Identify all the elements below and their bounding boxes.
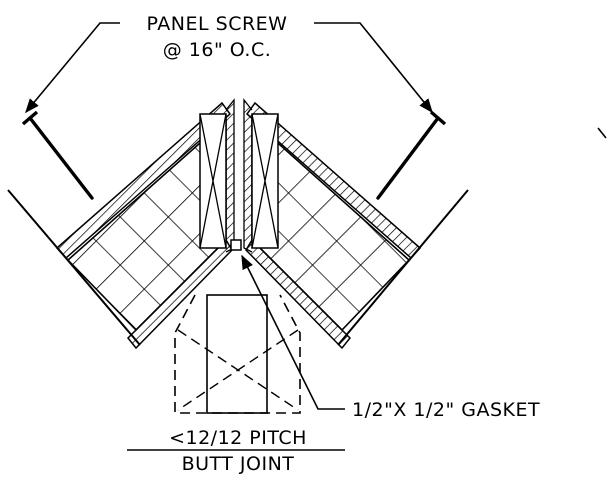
right-panel bbox=[243, 98, 469, 350]
support-hidden-cross bbox=[177, 329, 299, 411]
screw-left bbox=[21, 110, 94, 200]
edge-mark bbox=[597, 127, 607, 139]
support-hidden-outline bbox=[174, 294, 301, 414]
screw-left-shank bbox=[28, 116, 94, 200]
right-panel-end-block-x bbox=[251, 113, 279, 249]
gasket-square bbox=[230, 239, 242, 251]
spacing-label: @ 16" O.C. bbox=[163, 39, 272, 61]
panel-screw-leader-right bbox=[314, 22, 433, 114]
pitch-label: <12/12 PITCH bbox=[169, 427, 307, 449]
screw-right-head bbox=[429, 110, 447, 126]
right-panel-outer-skin-line bbox=[337, 189, 469, 346]
left-panel-outer-skin-line bbox=[7, 189, 141, 346]
ridge-support bbox=[174, 294, 301, 414]
screw-right-shank bbox=[376, 116, 440, 200]
right-panel-bottom-facing bbox=[245, 238, 352, 350]
joint-label: BUTT JOINT bbox=[182, 453, 295, 475]
left-panel bbox=[7, 98, 235, 350]
right-panel-end-strip bbox=[243, 98, 253, 253]
left-panel-end-block-x bbox=[199, 113, 227, 249]
left-panel-end-strip bbox=[225, 98, 235, 253]
panel-screw-label: PANEL SCREW bbox=[147, 13, 288, 35]
panel-screw-leaders bbox=[25, 22, 433, 114]
screw-left-head bbox=[21, 110, 39, 126]
support-post bbox=[206, 294, 268, 414]
screw-right bbox=[376, 110, 447, 200]
gasket-label: 1/2"X 1/2" GASKET bbox=[352, 399, 540, 421]
panel-screw-leader-left bbox=[25, 22, 120, 114]
gasket-leader bbox=[241, 254, 345, 410]
